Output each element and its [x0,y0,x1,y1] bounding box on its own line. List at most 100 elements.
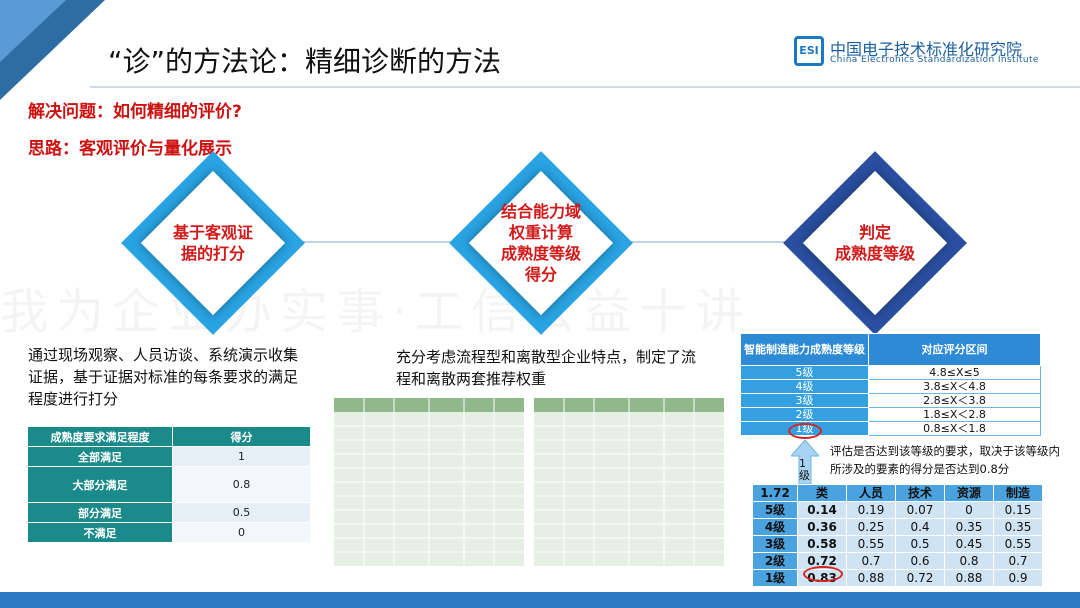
table-header: 资源 [945,485,993,501]
table-cell: 0.58 [798,536,846,552]
table-cell: 0.72 [896,570,944,586]
level1-highlight-circle [788,423,822,439]
table-cell: 0.25 [847,519,895,535]
table-cell: 0.55 [847,536,895,552]
table-cell: 4.8≤X≤5 [868,365,1041,380]
table-cell: 0.15 [994,502,1042,518]
step-label-2: 结合能力域 权重计算 成熟度等级 得分 [500,202,581,284]
table-header: 1.72 [753,485,797,501]
table-cell: 0.8 [172,466,311,503]
table-row: 不满足 0 [27,522,311,543]
table-cell: 大部分满足 [27,466,173,503]
table-cell: 0.7 [994,553,1042,569]
table-row: 部分满足 0.5 [27,502,311,523]
table-row: 2级 0.72 0.7 0.6 0.8 0.7 [753,553,1042,569]
table-header: 智能制造能力成熟度等级 [740,333,869,366]
table-cell: 4级 [740,379,869,394]
table-cell: 部分满足 [27,502,173,523]
page-title: “诊”的方法论：精细诊断的方法 [108,45,502,78]
table-cell: 0.6 [896,553,944,569]
table-cell: 0 [945,502,993,518]
table-cell: 0.5 [896,536,944,552]
header-divider [90,86,1080,88]
table-cell: 2级 [753,553,797,569]
table-cell: 5级 [740,365,869,380]
corner-decoration-inner [0,0,66,62]
process-weight-table-image [334,398,524,566]
table-row: 5级 0.14 0.19 0.07 0 0.15 [753,502,1042,518]
table-row: 3级 0.58 0.55 0.5 0.45 0.55 [753,536,1042,552]
table-cell: 0.35 [994,519,1042,535]
table-cell: 0.35 [945,519,993,535]
score-highlight-circle [803,566,843,582]
arrow-level-label: 1级 [799,457,810,482]
org-name-en: China Electronics Standardization Instit… [830,55,1039,65]
approach-statement: 思路：客观评价与量化展示 [28,139,232,159]
table-cell: 5级 [753,502,797,518]
table-cell: 0.8≤X＜1.8 [868,421,1041,436]
table-cell: 0.14 [798,502,846,518]
table-cell: 0.88 [847,570,895,586]
step1-description: 通过现场观察、人员访谈、系统演示收集证据，基于证据对标准的每条要求的满足程度进行… [28,346,299,408]
table-cell: 3.8≤X＜4.8 [868,379,1041,394]
footer-bar [0,592,1080,608]
step-label-1: 基于客观证 据的打分 [172,223,253,263]
watermark-text: 我为企业办实事·工信公益十讲 [0,272,1080,342]
table-header: 对应评分区间 [868,333,1041,366]
step-diamond-3: 判定 成熟度等级 [783,151,967,335]
table-header: 技术 [896,485,944,501]
step-diamond-2: 结合能力域 权重计算 成熟度等级 得分 [449,151,633,335]
table-header: 类 [798,485,846,501]
table-header: 人员 [847,485,895,501]
table-row: 1级 0.83 0.88 0.72 0.88 0.9 [753,570,1042,586]
step-label-3: 判定 成熟度等级 [834,223,915,263]
connector-line-2 [620,241,800,243]
table-cell: 1.8≤X＜2.8 [868,407,1041,422]
table-row: 全部满足 1 [27,446,311,467]
esi-logo-icon: ESI [794,36,824,66]
table-cell: 4级 [753,519,797,535]
connector-line-1 [290,241,460,243]
level-judgement-note: 评估是否达到该等级的要求，取决于该等级内所涉及的要素的得分是否达到0.8分 [830,444,1060,476]
satisfaction-score-table: 成熟度要求满足程度 得分 全部满足 1 大部分满足 0.8 部分满足 0.5 不… [27,426,311,543]
table-cell: 0.36 [798,519,846,535]
step-diamond-1: 基于客观证 据的打分 [121,151,305,335]
table-cell: 3级 [753,536,797,552]
table-cell: 0.19 [847,502,895,518]
table-cell: 全部满足 [27,446,173,467]
table-cell: 0.72 [798,553,846,569]
table-header: 成熟度要求满足程度 [27,426,173,447]
table-cell: 0 [172,522,311,543]
table-cell: 0.8 [945,553,993,569]
table-row: 4级 0.36 0.25 0.4 0.35 0.35 [753,519,1042,535]
table-cell: 0.7 [847,553,895,569]
table-cell: 2级 [740,407,869,422]
table-header: 得分 [172,426,311,447]
table-cell: 3级 [740,393,869,408]
table-cell: 0.45 [945,536,993,552]
discrete-weight-table-image [534,398,724,566]
table-cell: 0.55 [994,536,1042,552]
table-cell: 0.4 [896,519,944,535]
table-row: 大部分满足 0.8 [27,466,311,503]
up-arrow-icon [791,440,819,484]
step2-description: 充分考虑流程型和离散型企业特点，制定了流程和离散两套推荐权重 [396,348,697,388]
element-score-table: 1.72 类 人员 技术 资源 制造 5级 0.14 0.19 0.07 0 0… [752,484,1043,587]
table-cell: 0.9 [994,570,1042,586]
org-name-cn: 中国电子技术标准化研究院 [830,40,1023,59]
table-header: 制造 [994,485,1042,501]
problem-statement: 解决问题：如何精细的评价? [28,102,242,122]
table-cell: 不满足 [27,522,173,543]
table-cell: 1级 [753,570,797,586]
table-cell: 0.88 [945,570,993,586]
table-cell: 1 [172,446,311,467]
table-cell: 0.5 [172,502,311,523]
table-cell: 2.8≤X＜3.8 [868,393,1041,408]
table-cell: 0.07 [896,502,944,518]
